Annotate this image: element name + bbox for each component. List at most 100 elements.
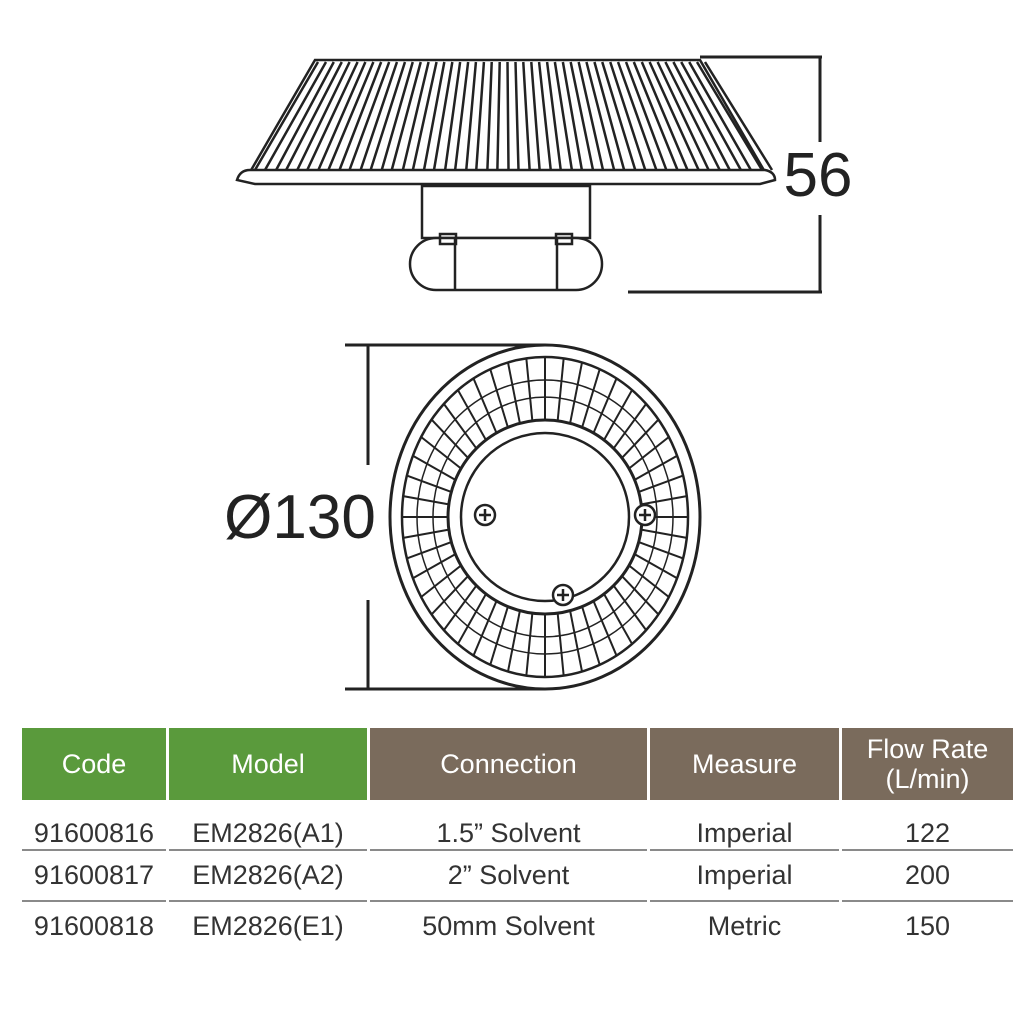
screw-icon bbox=[551, 583, 575, 607]
grille-fin bbox=[634, 553, 678, 580]
grille-fin bbox=[457, 593, 487, 645]
grille-fin bbox=[401, 61, 438, 171]
grille-fin bbox=[553, 61, 584, 171]
grille-fin bbox=[465, 61, 486, 171]
grille-fin bbox=[632, 61, 689, 171]
cell-model: EM2826(A1) bbox=[169, 800, 367, 851]
grille-fin bbox=[695, 61, 774, 171]
grille-fin bbox=[359, 61, 407, 171]
grille-fin bbox=[406, 541, 452, 560]
grille-ring bbox=[416, 379, 674, 655]
grille-ring bbox=[432, 396, 658, 638]
grille-fin bbox=[569, 610, 583, 672]
height-dimension bbox=[628, 55, 822, 294]
grille-fin bbox=[601, 61, 647, 171]
cell-model: EM2826(A2) bbox=[169, 851, 367, 902]
grille-fin bbox=[317, 61, 375, 171]
grille-fin bbox=[634, 454, 678, 481]
cell-connection: 1.5” Solvent bbox=[370, 800, 647, 851]
grille-fin bbox=[621, 418, 660, 459]
grille-fin bbox=[640, 528, 687, 539]
grille-fin bbox=[275, 61, 343, 171]
grille-fin bbox=[443, 61, 470, 171]
grille-fin bbox=[403, 495, 450, 506]
grille-fin bbox=[628, 436, 670, 470]
cell-measure: Metric bbox=[707, 911, 782, 941]
header-flow-rate: Flow Rate (L/min) bbox=[842, 728, 1013, 800]
top-view bbox=[388, 343, 702, 691]
grille-fin bbox=[640, 495, 687, 506]
grille-fin bbox=[412, 553, 456, 580]
grille-fin bbox=[489, 606, 509, 666]
grille-fin bbox=[612, 403, 647, 450]
grille-fin bbox=[612, 584, 647, 631]
diameter-dimension bbox=[345, 343, 545, 691]
cell-measure: Imperial bbox=[650, 800, 839, 851]
table-row: 91600817 EM2826(A2) 2” Solvent Imperial … bbox=[22, 851, 1013, 902]
grille-fin bbox=[412, 454, 456, 481]
diameter-label: Ø130 bbox=[224, 483, 376, 552]
grille-fin bbox=[406, 474, 452, 493]
cell-connection: 2” Solvent bbox=[370, 851, 647, 902]
grille-fin bbox=[603, 593, 633, 645]
height-label: 56 bbox=[784, 141, 853, 210]
grille-fin bbox=[603, 389, 633, 441]
header-connection: Connection bbox=[370, 728, 647, 800]
cell-model: EM2826(E1) bbox=[192, 911, 344, 941]
grille-fin bbox=[569, 362, 583, 424]
grille-fin bbox=[472, 378, 498, 434]
grille-fin bbox=[621, 575, 660, 616]
grille-fin bbox=[253, 61, 328, 171]
cell-code: 91600818 bbox=[33, 911, 155, 941]
cell-code: 91600817 bbox=[22, 851, 166, 902]
grille-fin bbox=[556, 358, 565, 421]
grille-fin bbox=[489, 368, 509, 428]
grille-fin bbox=[638, 541, 684, 560]
grille-fin bbox=[507, 362, 521, 424]
grille-fin bbox=[648, 61, 710, 171]
grille-fin bbox=[616, 61, 668, 171]
cell-flow-rate: 200 bbox=[842, 851, 1013, 902]
grille-fin bbox=[296, 61, 359, 171]
grille-fin bbox=[422, 61, 454, 171]
cell-flow-rate: 150 bbox=[904, 911, 951, 941]
grille-fin bbox=[525, 613, 534, 676]
grille-fin bbox=[338, 61, 391, 171]
header-model: Model bbox=[169, 728, 367, 800]
cell-connection: 50mm Solvent bbox=[422, 911, 595, 941]
grille-fin bbox=[664, 61, 731, 171]
grille-fin bbox=[420, 436, 462, 470]
grille-fin bbox=[638, 474, 684, 493]
product-table: Code Model Connection Measure Flow Rate … bbox=[19, 728, 1016, 951]
technical-drawing: 56 Ø130 bbox=[224, 55, 853, 691]
table-row: 91600816 EM2826(A1) 1.5” Solvent Imperia… bbox=[22, 800, 1013, 851]
screw-icon bbox=[473, 503, 497, 527]
cell-measure: Imperial bbox=[650, 851, 839, 902]
grille-fin bbox=[628, 564, 670, 598]
grille-fin bbox=[592, 378, 618, 434]
grille-fin bbox=[581, 368, 601, 428]
cell-code: 91600816 bbox=[22, 800, 166, 851]
grille-fin bbox=[506, 61, 520, 171]
grille-fin bbox=[569, 61, 605, 171]
grille-fin bbox=[585, 61, 626, 171]
grille-fin bbox=[403, 528, 450, 539]
cell-flow-rate: 122 bbox=[842, 800, 1013, 851]
grille-fin bbox=[680, 61, 752, 171]
grille-fin bbox=[472, 600, 498, 656]
screw-icon bbox=[633, 503, 657, 527]
side-view bbox=[235, 58, 777, 292]
grille-fin bbox=[430, 575, 469, 616]
grille-fin bbox=[486, 61, 501, 171]
header-code: Code bbox=[22, 728, 166, 800]
grille-fin bbox=[581, 606, 601, 666]
grille-fin bbox=[380, 61, 422, 171]
grille-fin bbox=[507, 610, 521, 672]
header-measure: Measure bbox=[650, 728, 839, 800]
grille-fin bbox=[592, 600, 618, 656]
grille-fin bbox=[525, 358, 534, 421]
grille-fin bbox=[430, 418, 469, 459]
grille-fin bbox=[537, 61, 562, 171]
grille-fin bbox=[443, 584, 478, 631]
grille-fin bbox=[420, 564, 462, 598]
